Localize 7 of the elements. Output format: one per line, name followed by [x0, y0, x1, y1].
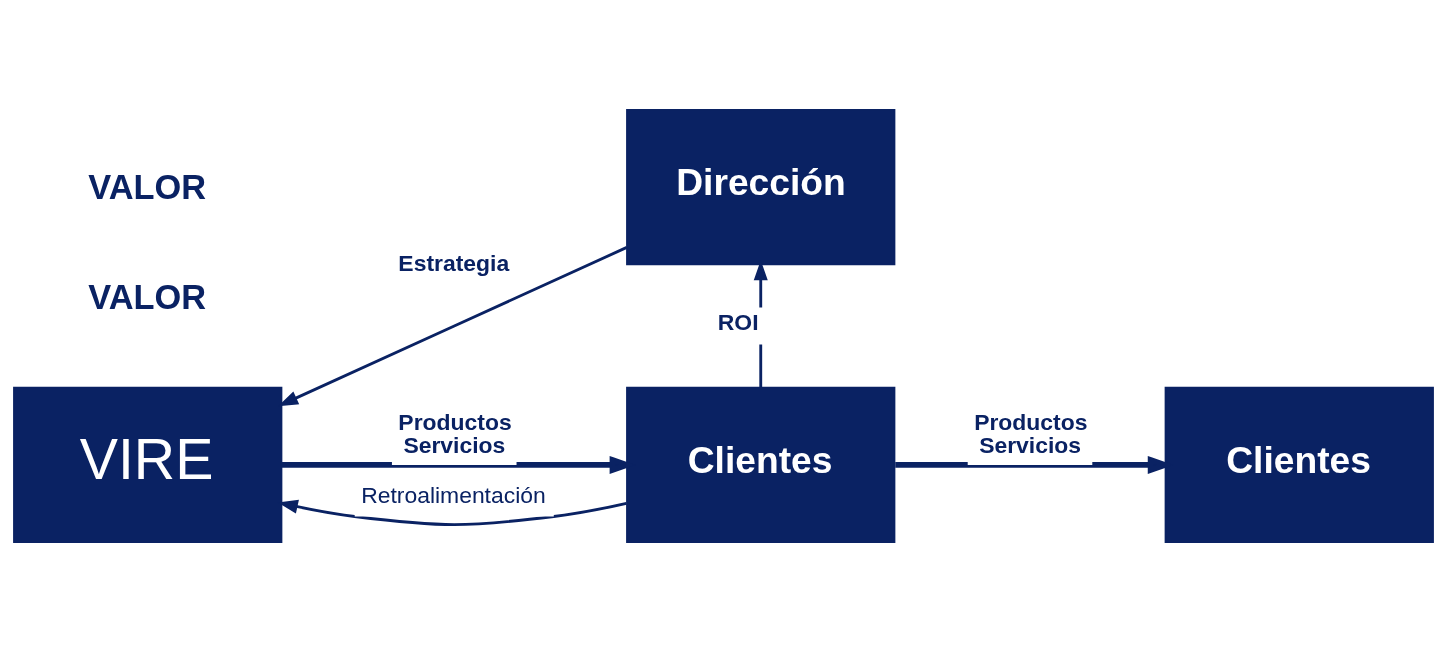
edge-label: Productos Servicios	[974, 408, 1088, 458]
edge-label: Estrategia	[398, 249, 510, 276]
edge-label: Productos Servicios	[398, 408, 512, 458]
edge-label: Retroalimentación	[361, 481, 546, 508]
edge-label: ROI	[717, 308, 759, 335]
label: VALOR	[88, 167, 207, 206]
label: VALOR	[88, 277, 207, 316]
